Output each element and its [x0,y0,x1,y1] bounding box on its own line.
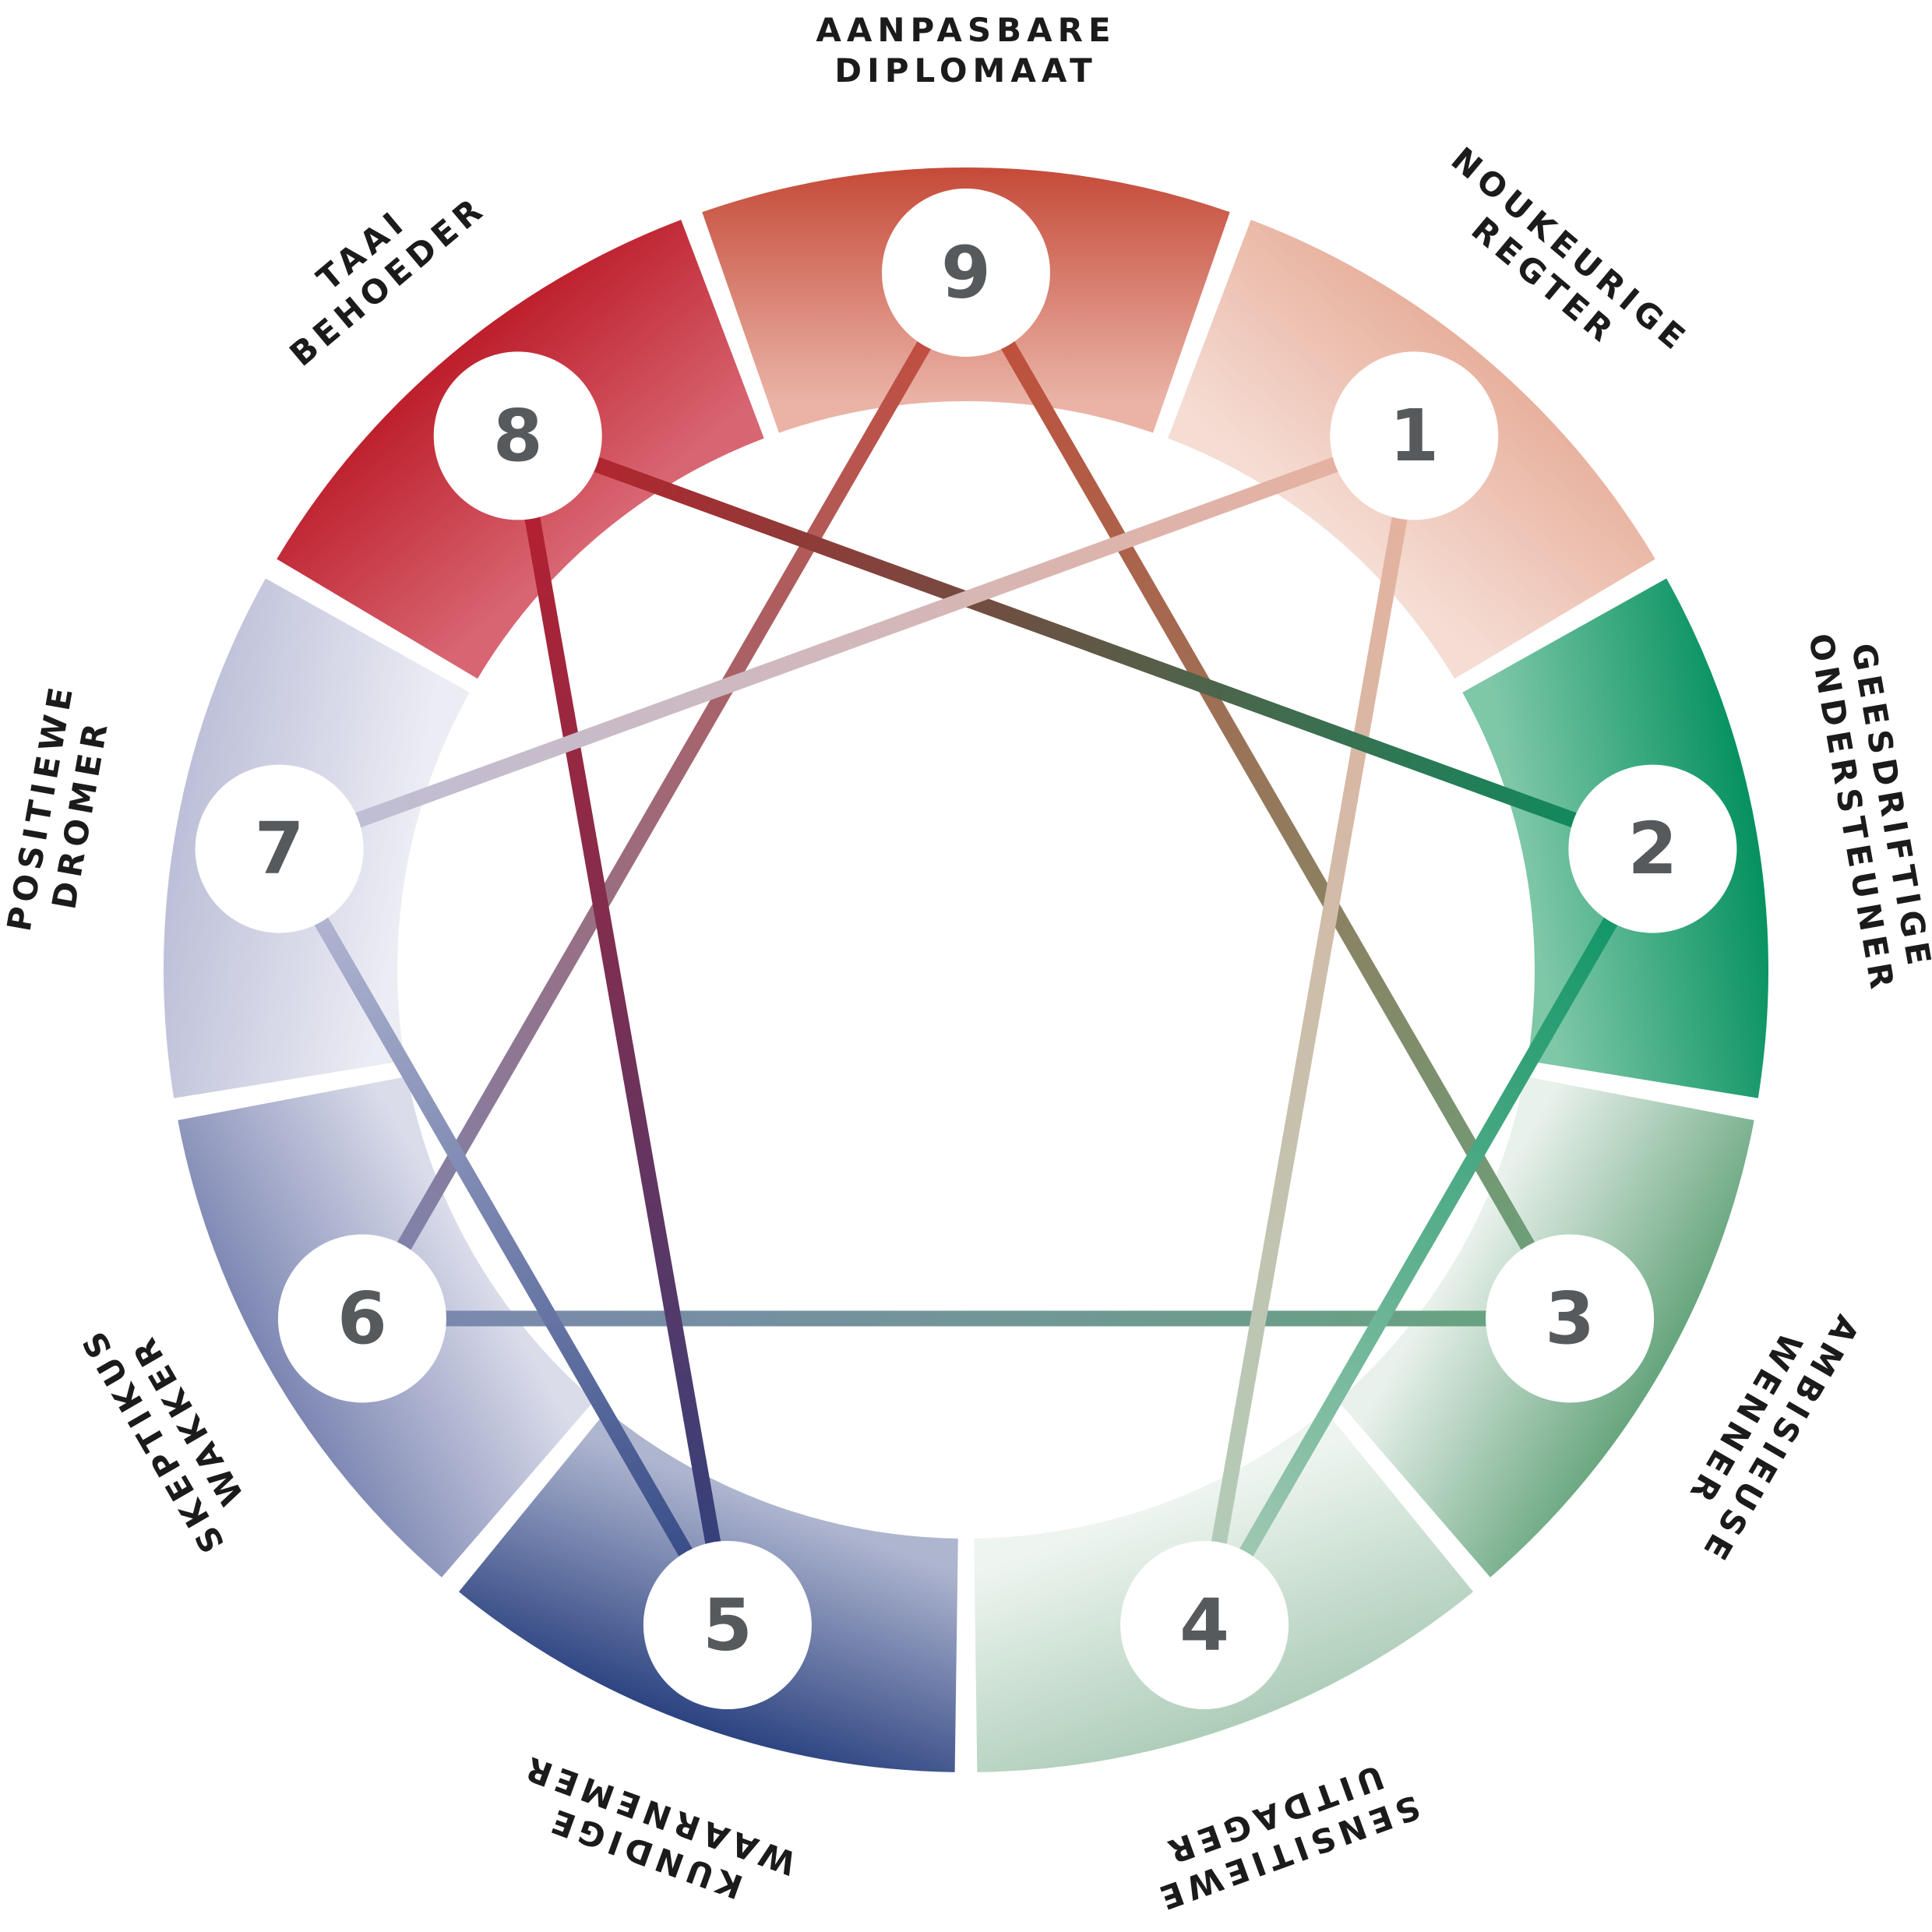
node-circle [1330,351,1499,520]
type-node-2: 2 [1568,764,1737,933]
connection-line-5-7 [268,837,739,1636]
connection-line-2-8 [507,425,1663,859]
type-node-6: 6 [277,1234,446,1403]
type-node-8: 8 [433,351,602,520]
node-circle [1568,764,1737,933]
node-circle [195,764,364,933]
type-nodes: 9 1 2 3 4 5 6 7 8 [195,189,1737,1710]
type-label-line: DIPLOMAAT [834,51,1097,90]
type-number: 1 [1389,394,1439,478]
type-node-3: 3 [1486,1234,1655,1403]
type-number: 5 [703,1584,753,1667]
connection-line-8-5 [509,426,737,1634]
type-number: 3 [1545,1277,1595,1360]
type-node-1: 1 [1330,351,1499,520]
type-node-4: 4 [1120,1541,1289,1710]
node-circle [277,1234,446,1403]
type-number: 9 [941,231,991,315]
node-circle [882,189,1050,357]
type-number: 7 [255,807,305,890]
connection-line-7-1 [269,425,1425,859]
type-number: 6 [337,1277,387,1360]
segment-ring [164,167,1768,1772]
connection-lines [268,262,1664,1636]
node-circle [1120,1541,1289,1710]
type-node-5: 5 [643,1541,812,1710]
connection-line-1-4 [1195,426,1423,1634]
type-number: 2 [1627,807,1677,890]
connection-line-4-2 [1193,837,1664,1636]
node-circle [643,1541,812,1710]
node-circle [433,351,602,520]
type-label-line: AANPASBARE [816,11,1116,49]
node-circle [1486,1234,1655,1403]
connection-line-6-9 [351,262,977,1330]
connection-line-9-3 [955,262,1581,1330]
type-number: 4 [1179,1584,1229,1667]
type-node-9: 9 [882,189,1050,357]
type-number: 8 [493,394,543,478]
type-node-7: 7 [195,764,364,933]
